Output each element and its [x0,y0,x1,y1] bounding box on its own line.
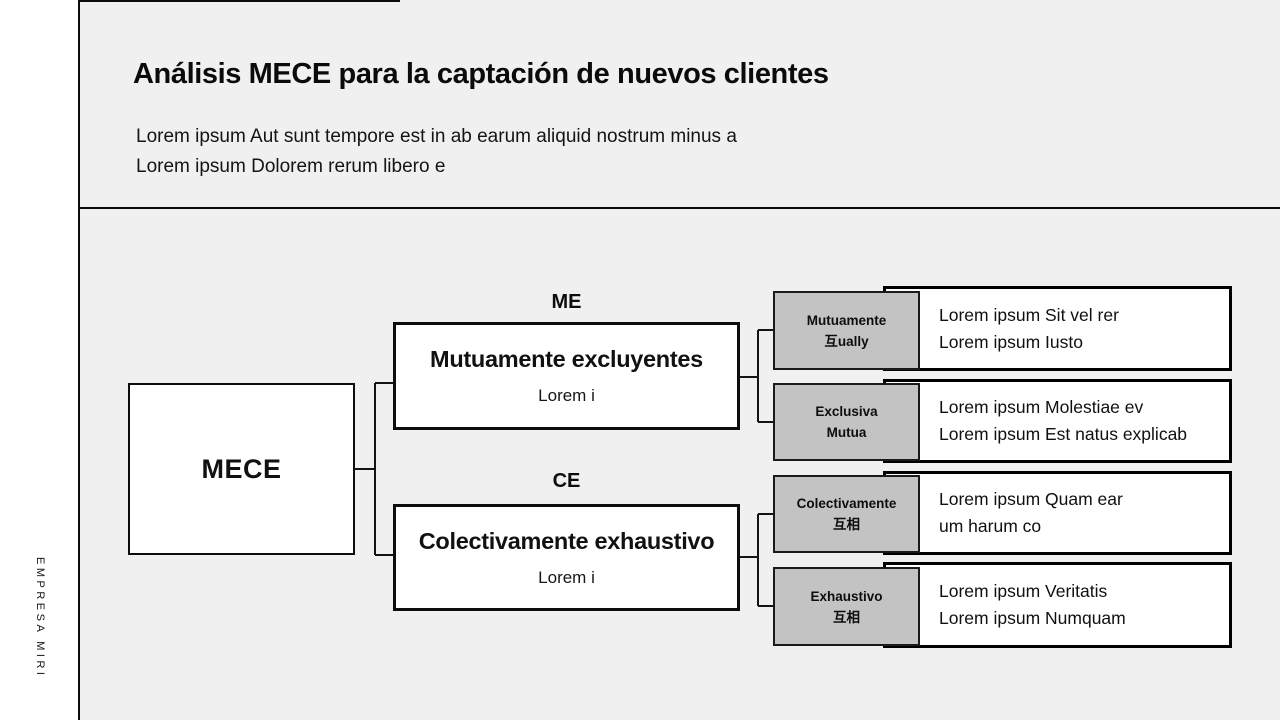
leaf-label-line-1: Colectivamente [796,496,897,511]
company-name: EMPRESA MIRI [34,557,46,679]
leaf-label-box: Exclusiva Mutua [773,383,920,461]
leaf-desc-line-1: Lorem ipsum Quam ear [939,489,1123,509]
leaf-label-line-1: Exclusiva [815,404,878,419]
leaf-desc-line-2: um harum co [939,516,1042,536]
leaf-label-line-1: Mutuamente [806,312,887,328]
branch-tag-ce: CE [552,470,581,492]
leaf-label-box: Colectivamente 互相 [773,475,920,553]
leaf-label-box: Exhaustivo 互相 [773,567,920,646]
mece-root-box: MECE [128,383,355,555]
subtitle-line-2: Lorem ipsum Dolorem rerum libero e [136,156,446,177]
branch-subtitle: Lorem i [538,386,595,405]
leaf-desc-line-2: Lorem ipsum Est natus explicab [939,424,1188,444]
leaf-label-line-2: 互相 [833,609,860,625]
leaf-desc-box: Lorem ipsum Veritatis Lorem ipsum Numqua… [883,562,1232,648]
leaf-label-line-2: Mutua [826,425,867,440]
leaf-desc-line-1: Lorem ipsum Molestiae ev [939,397,1144,417]
branch-title: Colectivamente exhaustivo [418,527,715,554]
branch-box-colectivamente-exhaustivo: Colectivamente exhaustivo Lorem i [393,504,740,611]
page-subtitle: Lorem ipsum Aut sunt tempore est in ab e… [136,122,1036,182]
leaf-desc-line-2: Lorem ipsum Numquam [939,608,1126,628]
leaf-desc-box: Lorem ipsum Quam ear um harum co [883,471,1232,555]
sidebar-divider-line [78,0,80,720]
leaf-label-line-2: 互相 [833,517,860,532]
top-accent-line [78,0,400,2]
leaf-desc-line-1: Lorem ipsum Sit vel rer [939,304,1119,325]
branch-box-mutuamente-excluyentes: Mutuamente excluyentes Lorem i [393,322,740,430]
page-title: Análisis MECE para la captación de nuevo… [133,58,829,90]
leaf-desc-line-1: Lorem ipsum Veritatis [939,581,1108,601]
subtitle-line-1: Lorem ipsum Aut sunt tempore est in ab e… [136,126,737,147]
mece-root-label: MECE [201,453,282,484]
sidebar [0,0,78,720]
leaf-label-line-1: Exhaustivo [810,588,883,604]
header-divider-line [78,207,1280,209]
branch-tag-me: ME [551,291,582,313]
leaf-desc-box: Lorem ipsum Sit vel rer Lorem ipsum Iust… [883,286,1232,371]
leaf-label-line-2: 互ually [824,333,869,349]
leaf-desc-line-2: Lorem ipsum Iusto [939,331,1083,352]
branch-title: Mutuamente excluyentes [430,346,703,372]
leaf-desc-box: Lorem ipsum Molestiae ev Lorem ipsum Est… [883,379,1232,463]
leaf-label-box: Mutuamente 互ually [773,291,920,370]
branch-subtitle: Lorem i [538,567,595,587]
